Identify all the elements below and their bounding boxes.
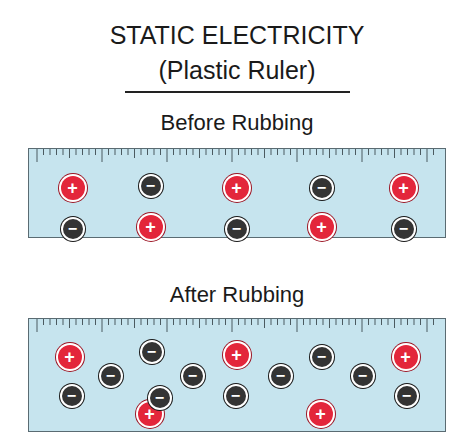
charge-sign: + xyxy=(315,405,326,423)
negative-charge: − xyxy=(227,219,247,239)
negative-charge: − xyxy=(101,366,121,386)
charge-sign: − xyxy=(399,221,408,237)
negative-charge: − xyxy=(394,219,414,239)
charge-sign: − xyxy=(106,368,115,384)
negative-charge: − xyxy=(62,386,82,406)
positive-charge: + xyxy=(309,402,333,426)
charge-sign: − xyxy=(276,368,285,384)
heading: After Rubbing xyxy=(9,281,465,309)
negative-charge: − xyxy=(271,366,291,386)
charge-sign: + xyxy=(64,348,75,366)
charge-sign: + xyxy=(231,346,242,364)
charge-sign: + xyxy=(231,179,242,197)
positive-charge: + xyxy=(392,176,416,200)
charge-sign: − xyxy=(358,368,367,384)
positive-charge: + xyxy=(139,215,163,239)
charge-sign: − xyxy=(146,178,155,194)
charge-sign: + xyxy=(316,218,327,236)
negative-charge: − xyxy=(142,342,162,362)
charge-sign: + xyxy=(400,348,411,366)
negative-charge: − xyxy=(353,366,373,386)
charge-sign: − xyxy=(317,349,326,365)
negative-charge: − xyxy=(226,386,246,406)
negative-charge: − xyxy=(183,366,203,386)
positive-charge: + xyxy=(225,176,249,200)
positive-charge: + xyxy=(61,176,85,200)
charge-sign: + xyxy=(67,179,78,197)
positive-charge: + xyxy=(58,345,82,369)
negative-charge: − xyxy=(312,178,332,198)
underline xyxy=(125,91,350,93)
positive-charge: + xyxy=(394,345,418,369)
charge-sign: − xyxy=(147,344,156,360)
title: STATIC ELECTRICITY (Plastic Ruler) xyxy=(87,18,387,88)
ruler-ticks xyxy=(29,319,447,433)
charge-sign: + xyxy=(145,218,156,236)
heading: Before Rubbing xyxy=(9,109,465,137)
negative-charge: − xyxy=(141,176,161,196)
negative-charge: − xyxy=(397,386,417,406)
charge-sign: − xyxy=(155,390,164,406)
charge-sign: − xyxy=(402,388,411,404)
charge-sign: − xyxy=(67,388,76,404)
charge-sign: − xyxy=(188,368,197,384)
plastic-ruler: After Rubbing+−+−−+−−−−−+−+− xyxy=(28,318,446,432)
charge-sign: − xyxy=(232,221,241,237)
negative-charge: − xyxy=(312,347,332,367)
plastic-ruler: Before Rubbing+−+−+−+−+− xyxy=(28,148,446,238)
charge-sign: + xyxy=(398,179,409,197)
negative-charge: − xyxy=(150,388,170,408)
charge-sign: − xyxy=(68,221,77,237)
negative-charge: − xyxy=(63,219,83,239)
charge-sign: − xyxy=(231,388,240,404)
positive-charge: + xyxy=(225,343,249,367)
charge-sign: − xyxy=(317,180,326,196)
positive-charge: + xyxy=(310,215,334,239)
charge-sign: + xyxy=(144,405,155,423)
